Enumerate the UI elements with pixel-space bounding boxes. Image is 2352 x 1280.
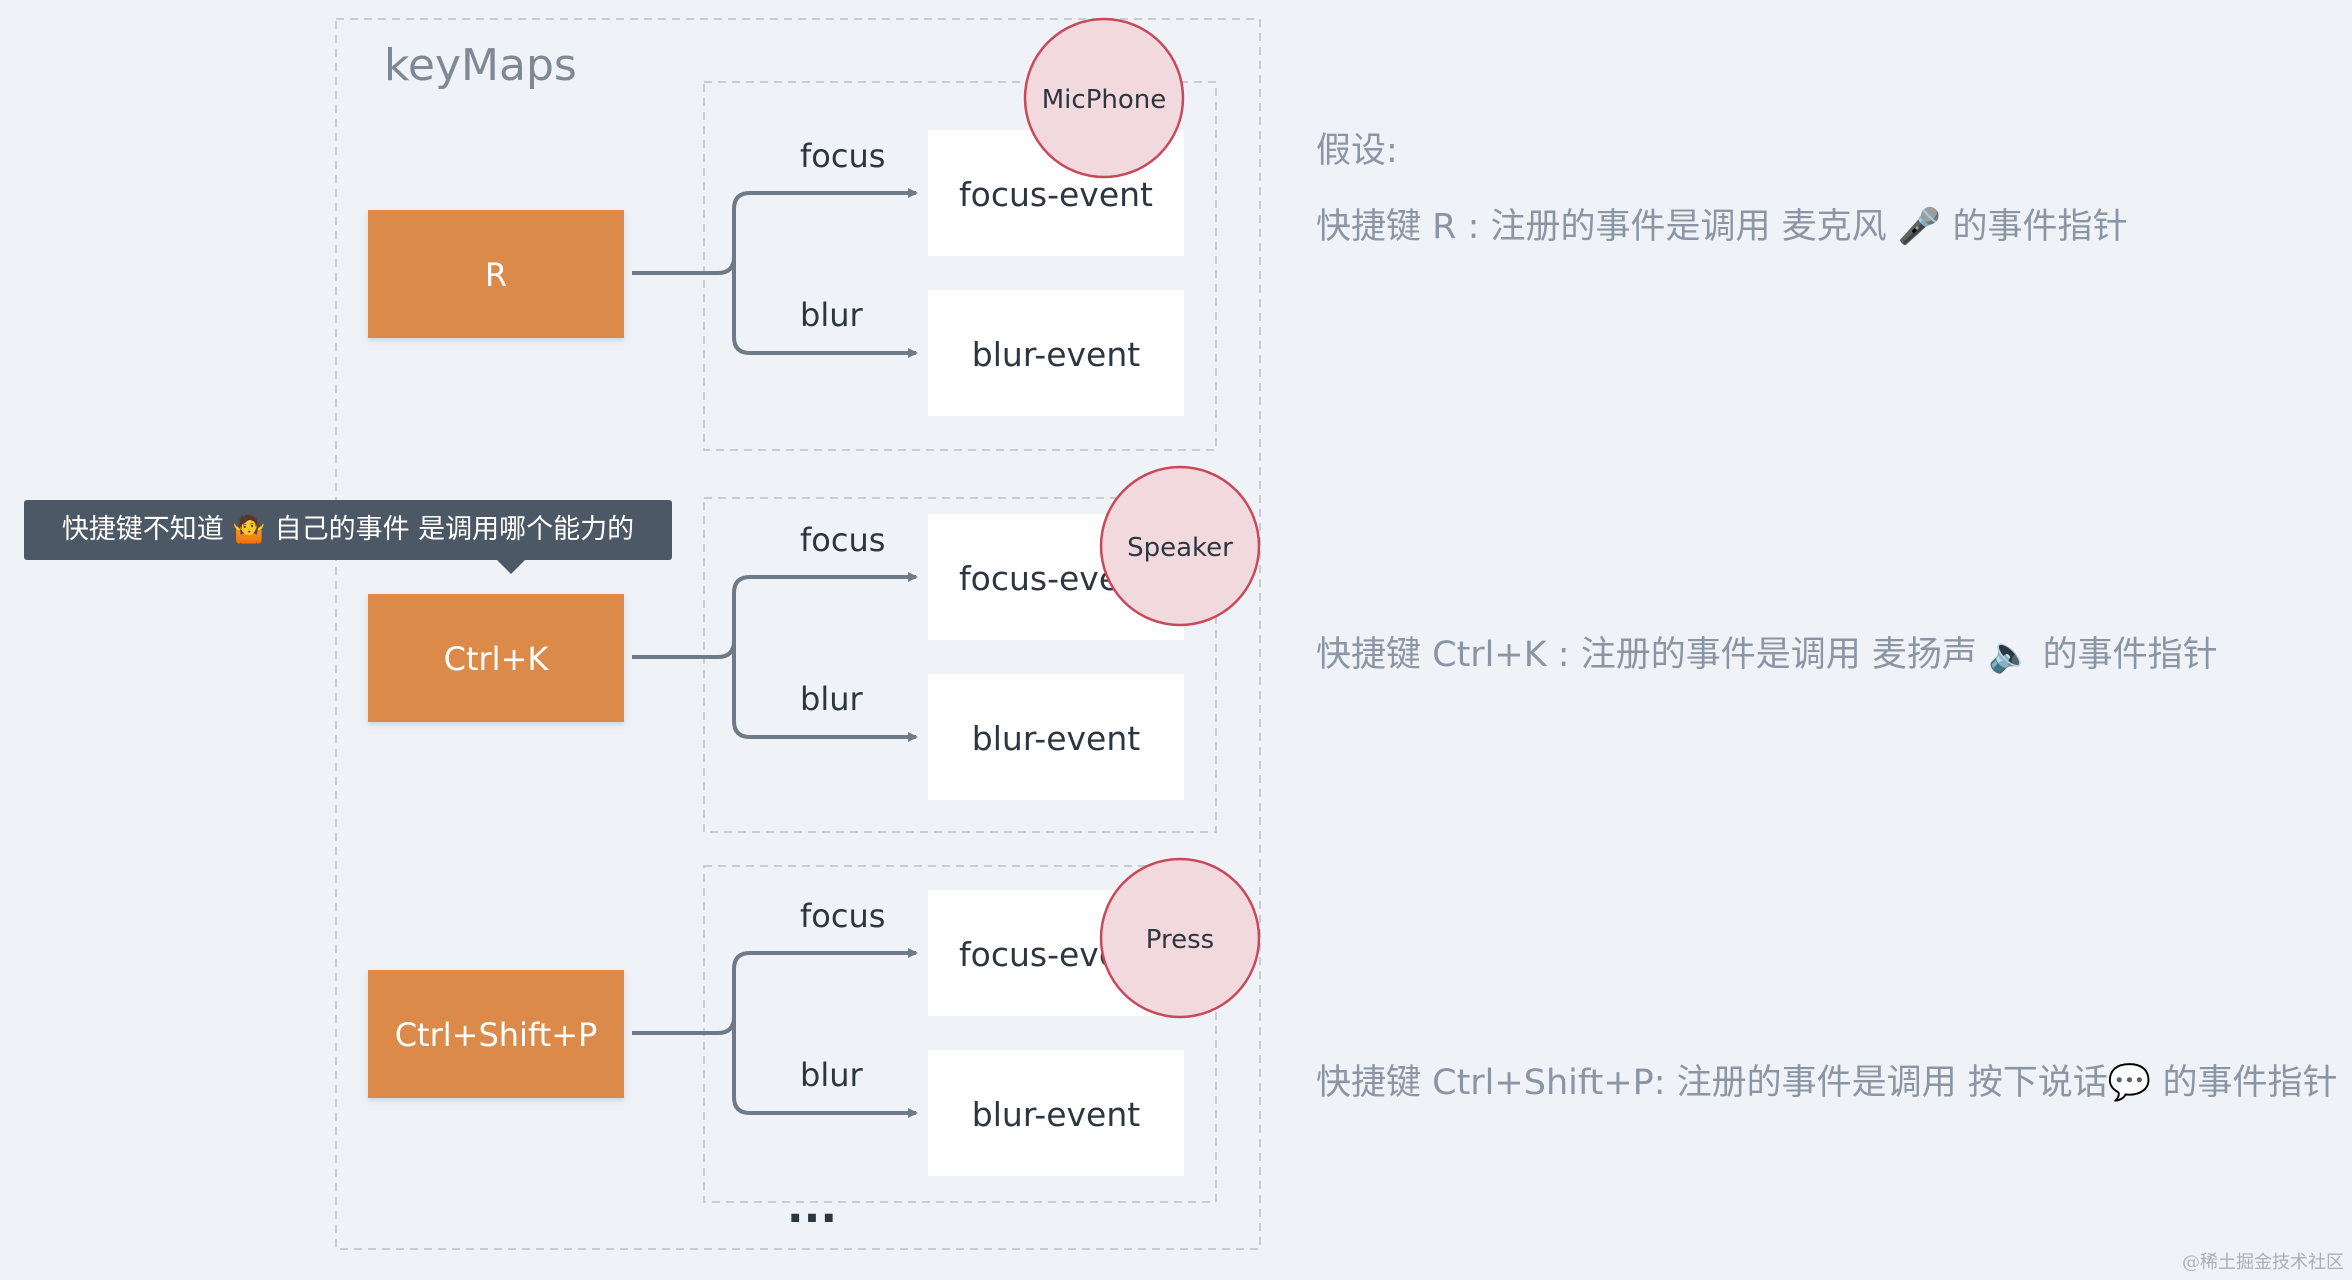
blur-event-label-ctrl-k: blur-event: [972, 719, 1140, 758]
key-r-box: [368, 210, 624, 338]
note-ctrl-k: 快捷键 Ctrl+K : 注册的事件是调用 麦扬声 🔈 的事件指针: [1316, 635, 2218, 675]
focus-label-r: focus: [800, 137, 885, 175]
note-r: 快捷键 R : 注册的事件是调用 麦克风 🎤 的事件指针: [1316, 207, 2128, 247]
blur-event-label-r: blur-event: [972, 335, 1140, 374]
badge-micphone: [1023, 17, 1185, 179]
key-ctrl-k-box: [368, 594, 624, 722]
badge-micphone-label: MicPhone: [1042, 85, 1167, 115]
key-r-label: R: [485, 256, 507, 294]
badge-speaker: [1099, 465, 1261, 627]
blur-label-r: blur: [800, 296, 863, 334]
branch-connector-ctrl-shift-p: [632, 948, 918, 1035]
blur-event-box-ctrl-shift-p: [928, 1050, 1184, 1176]
blur-event-box-ctrl-k: [928, 674, 1184, 800]
blur-label-ctrl-k: blur: [800, 680, 863, 718]
note-ctrl-shift-p: 快捷键 Ctrl+Shift+P: 注册的事件是调用 按下说话💬 的事件指针: [1316, 1063, 2338, 1103]
blur-label-ctrl-shift-p: blur: [800, 1056, 863, 1094]
branch-connector-r: [632, 188, 918, 275]
event-group-r: [703, 81, 1217, 451]
keymaps-container: [335, 18, 1261, 1250]
badge-press-label: Press: [1146, 925, 1214, 955]
badge-press: [1099, 857, 1261, 1019]
blur-event-label-ctrl-shift-p: blur-event: [972, 1095, 1140, 1134]
badge-speaker-label: Speaker: [1127, 533, 1233, 563]
key-ctrl-k-label: Ctrl+K: [444, 640, 550, 678]
event-group-ctrl-k: [703, 497, 1217, 833]
ellipsis: ...: [787, 1182, 837, 1233]
key-ctrl-shift-p-box: [368, 970, 624, 1098]
tooltip: 快捷键不知道 🤷 自己的事件 是调用哪个能力的: [24, 500, 672, 574]
keymaps-title: keyMaps: [384, 40, 577, 91]
blur-event-box-r: [928, 290, 1184, 416]
key-ctrl-shift-p-label: Ctrl+Shift+P: [395, 1016, 598, 1054]
branch-connector-ctrl-k: [632, 572, 918, 659]
focus-label-ctrl-shift-p: focus: [800, 897, 885, 935]
focus-label-ctrl-k: focus: [800, 521, 885, 559]
watermark: @稀土掘金技术社区: [2182, 1252, 2344, 1273]
notes-heading: 假设:: [1316, 131, 1398, 171]
branch-blur-r: [732, 257, 918, 358]
branch-blur-ctrl-k: [732, 641, 918, 742]
focus-event-label-r: focus-event: [959, 175, 1153, 214]
branch-blur-ctrl-shift-p: [732, 1017, 918, 1118]
